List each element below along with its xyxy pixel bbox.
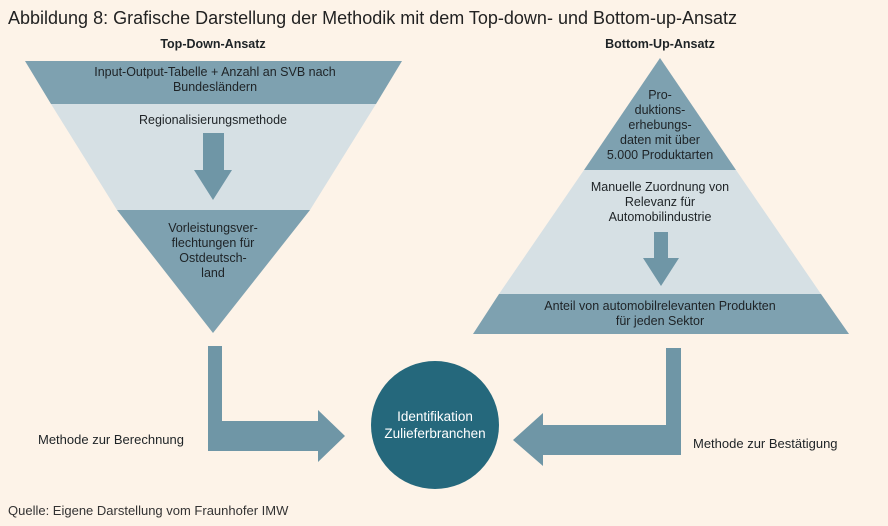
center-circle <box>371 361 499 489</box>
top-down-arrow <box>194 133 232 200</box>
bottom-up-arrow <box>643 232 679 286</box>
bottom-up-band-3 <box>473 294 849 334</box>
right-elbow-arrow <box>513 348 681 466</box>
top-down-level-2: Regionalisierungsmethode <box>138 113 287 127</box>
bottom-up-level-3: Anteil von automobilrelevanten Produkten… <box>544 299 776 328</box>
source-note: Quelle: Eigene Darstellung vom Fraunhofe… <box>8 503 289 518</box>
center-label: Identifikation Zulieferbranchen <box>384 409 486 441</box>
bottom-up-band-1 <box>584 58 736 170</box>
bottom-up-level-2: Manuelle Zuordnung von Relevanz für Auto… <box>590 180 730 224</box>
bottom-up-level-1: Pro- duktions- erhebungs- daten mit über… <box>606 88 714 162</box>
top-down-band-1 <box>25 61 402 104</box>
top-down-level-3: Vorleistungsver- flechtungen für Ostdeut… <box>168 221 258 280</box>
figure-title: Abbildung 8: Grafische Darstellung der M… <box>8 8 738 28</box>
left-elbow-arrow <box>208 346 345 462</box>
top-down-band-3 <box>117 210 310 333</box>
top-down-level-1: Input-Output-Tabelle + Anzahl an SVB nac… <box>94 65 336 94</box>
left-method-label: Methode zur Berechnung <box>38 432 184 447</box>
right-method-label: Methode zur Bestätigung <box>693 436 838 451</box>
bottom-up-heading: Bottom-Up-Ansatz <box>605 37 715 51</box>
top-down-heading: Top-Down-Ansatz <box>160 37 266 51</box>
